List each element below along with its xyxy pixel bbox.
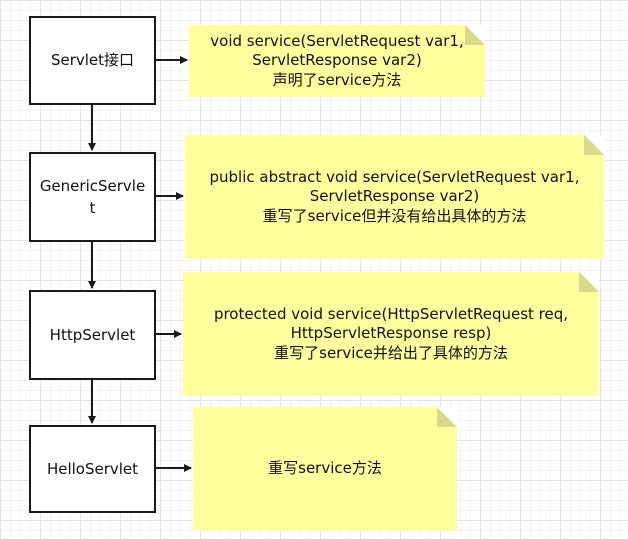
note-line: 重写了service但并没有给出具体的方法 [262,206,527,225]
note-line: 重写service方法 [268,459,382,478]
note-line: ServletResponse var2) [252,51,422,70]
servlet-interface-label: Servlet接口 [50,51,135,70]
note-line: 声明了service方法 [272,70,402,89]
http-servlet-label: HttpServlet [49,325,136,344]
http-servlet-box: HttpServlet [29,290,156,380]
note-line: protected void service(HttpServletReques… [213,304,569,323]
note-line: public abstract void service(ServletRequ… [209,167,580,186]
hello-servlet-label: HelloServlet [46,459,139,478]
http-servlet-note: protected void service(HttpServletReques… [183,272,599,396]
generic-servlet-label: GenericServlet [39,176,146,218]
servlet-note: void service(ServletRequest var1, Servle… [189,25,485,97]
note-fold-icon [584,135,604,155]
note-line: HttpServletResponse resp) [290,324,492,343]
servlet-interface-box: Servlet接口 [29,16,156,105]
generic-servlet-box: GenericServlet [29,152,156,242]
note-line: 重写了service并给出了具体的方法 [274,343,508,362]
note-line: ServletResponse var2) [309,187,480,206]
note-fold-icon [465,25,485,45]
note-line: void service(ServletRequest var1, [210,31,464,50]
note-fold-icon [437,407,457,427]
note-fold-icon [579,272,599,292]
generic-servlet-note: public abstract void service(ServletRequ… [185,135,604,259]
hello-servlet-box: HelloServlet [29,425,156,513]
hello-servlet-note: 重写service方法 [193,407,457,531]
